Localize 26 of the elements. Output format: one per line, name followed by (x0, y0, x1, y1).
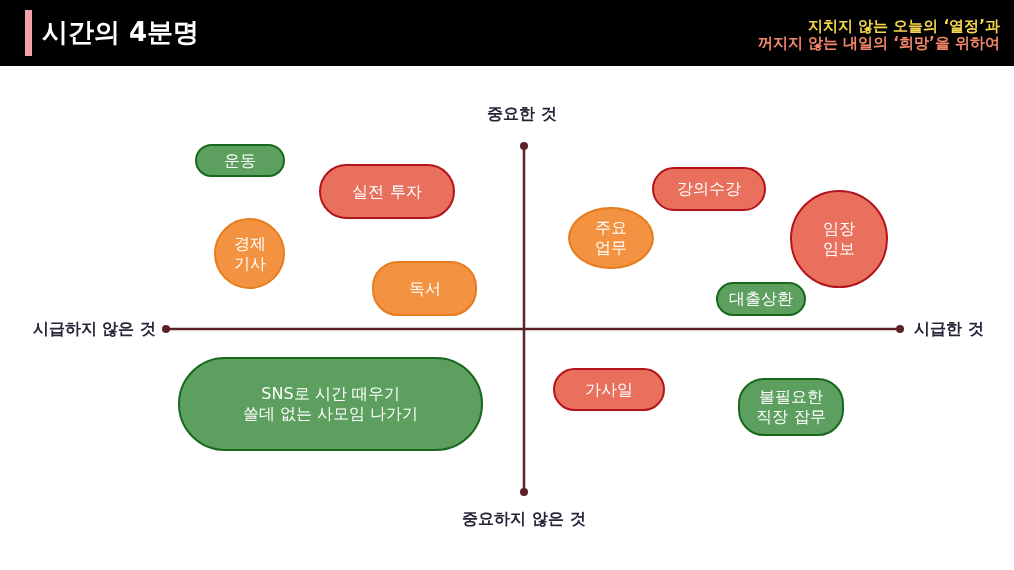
pill-node (716, 282, 806, 316)
node-text: 경제 기사 (232, 233, 267, 274)
node-text: SNS로 시간 때우기 (261, 384, 400, 404)
rounded-node (372, 261, 477, 316)
pill-node (553, 368, 665, 411)
tagline: 지치지 않는 오늘의 ‘열정’과 (807, 17, 1000, 35)
pill-node (195, 144, 285, 177)
node-text: 주요 업무 (594, 218, 628, 258)
axis-label: 시급하지 않은 것 (32, 319, 156, 339)
node-text: 임장 임보 (822, 219, 856, 259)
node-text: 독서 (408, 278, 441, 299)
node-text: 운동 (224, 150, 256, 171)
rounded-node (738, 378, 844, 436)
node-text: 불필요한 직장 잡무 (755, 387, 827, 427)
node-text: 대출상환 (729, 289, 793, 309)
tagline: 꺼지지 않는 내일의 ‘희망’을 위하여 (757, 34, 1000, 52)
node-text: 실전 투자 (352, 181, 422, 202)
node-text: 강의수강 (677, 179, 741, 199)
title: 시간의 4분명 (42, 17, 200, 49)
node-text: 가사일 (585, 379, 633, 400)
pill-node (319, 164, 455, 219)
axis-label: 중요한 것 (487, 104, 557, 124)
pill-node (652, 167, 766, 211)
node-text: 쓸데 없는 사모임 나가기 (242, 404, 419, 424)
axis-label: 시급한 것 (914, 319, 984, 339)
axis-label: 중요하지 않은 것 (462, 509, 586, 529)
